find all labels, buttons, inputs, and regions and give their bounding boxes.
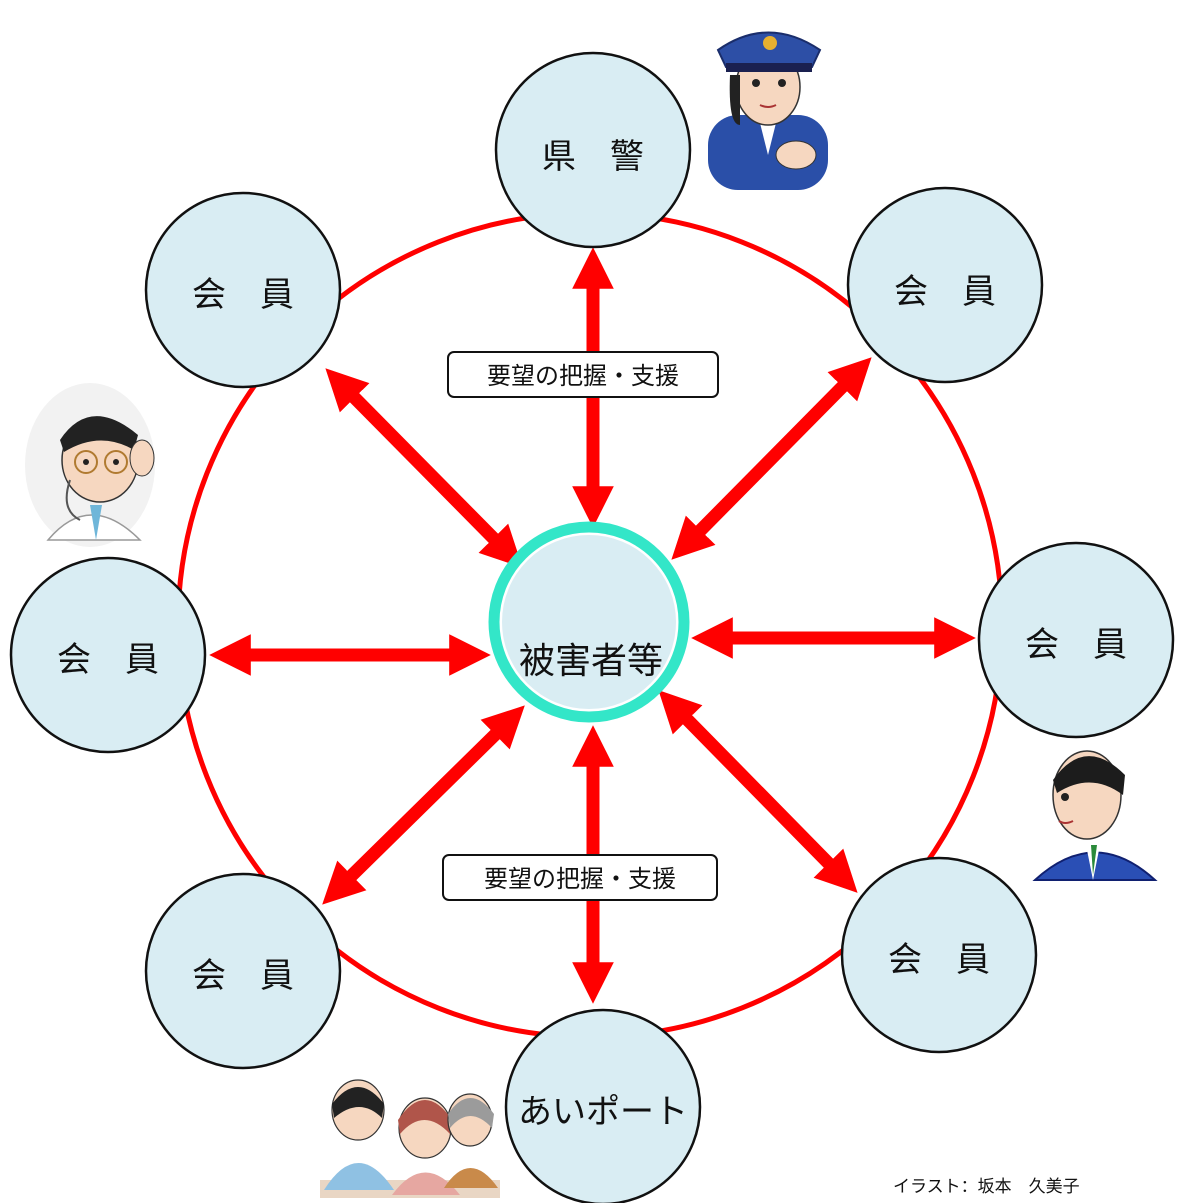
arrow-sw xyxy=(322,705,525,905)
illustration-credit: イラスト：坂本 久美子 xyxy=(893,1177,1080,1197)
node-member-se-label: 会 員 xyxy=(888,940,990,980)
arrow-se xyxy=(658,690,858,893)
node-member-e: 会 員 xyxy=(977,541,1175,739)
node-member-ne: 会 員 xyxy=(846,186,1044,384)
node-police-label: 県 警 xyxy=(542,137,644,177)
node-member-nw-label: 会 員 xyxy=(192,275,294,315)
node-police: 県 警 xyxy=(494,51,692,249)
counseling-group-icon xyxy=(320,1079,500,1198)
node-member-sw: 会 員 xyxy=(144,872,342,1070)
doctor-icon xyxy=(25,383,155,547)
center-node-fill xyxy=(502,535,676,709)
node-member-sw-label: 会 員 xyxy=(192,956,294,996)
edge-label-bottom-text: 要望の把握・支援 xyxy=(484,865,676,893)
center-label: 被害者等 xyxy=(519,641,663,682)
arrow-ne xyxy=(671,357,872,560)
arrow-nw xyxy=(325,368,523,568)
businessman-icon xyxy=(1032,750,1158,881)
node-aiport-label: あいポート xyxy=(518,1092,688,1132)
node-aiport: あいポート xyxy=(504,1008,702,1203)
edge-label-top: 要望の把握・支援 xyxy=(447,351,719,398)
edge-label-top-text: 要望の把握・支援 xyxy=(487,362,679,390)
node-member-nw: 会 員 xyxy=(144,191,342,389)
node-member-e-label: 会 員 xyxy=(1025,625,1127,665)
node-member-w-label: 会 員 xyxy=(57,640,159,680)
edge-label-bottom: 要望の把握・支援 xyxy=(442,854,718,901)
police-officer-icon xyxy=(708,31,828,190)
node-member-se: 会 員 xyxy=(840,856,1038,1054)
node-member-ne-label: 会 員 xyxy=(894,272,996,312)
node-member-w: 会 員 xyxy=(9,556,207,754)
arrows xyxy=(209,247,976,1004)
